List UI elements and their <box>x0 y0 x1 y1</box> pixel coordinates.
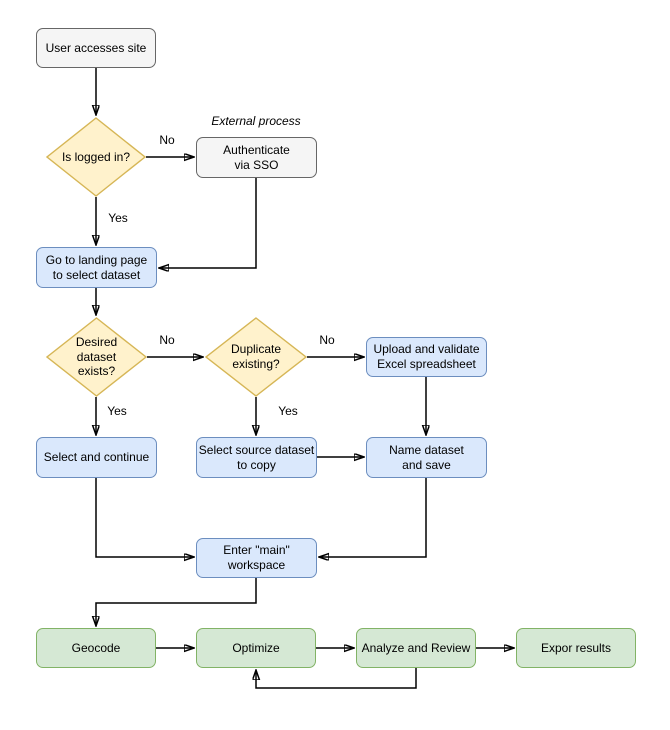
node-geocode: Geocode <box>36 628 156 668</box>
edge-label-logged-in-no: No <box>153 133 181 147</box>
edge-label-desired-yes: Yes <box>102 404 132 418</box>
node-label: Duplicate existing? <box>230 342 282 371</box>
edge-name-to-main <box>320 478 427 557</box>
decision-diamond-shape <box>205 317 307 397</box>
node-is-logged-in: Is logged in? <box>46 117 146 197</box>
edge-analyze-loop-to-optimize <box>256 668 417 689</box>
node-authenticate-via-sso: Authenticate via SSO <box>196 137 317 178</box>
node-label: Geocode <box>71 640 121 655</box>
edge-main-to-geocode <box>96 578 257 626</box>
node-duplicate-existing: Duplicate existing? <box>205 317 307 397</box>
node-user-accesses-site: User accesses site <box>36 28 156 68</box>
node-analyze-and-review: Analyze and Review <box>356 628 476 668</box>
node-label: Optimize <box>232 640 280 655</box>
node-label: Enter "main" workspace <box>223 543 290 572</box>
edge-sso-to-landing <box>160 178 257 268</box>
node-label: Desired dataset exists? <box>75 335 118 379</box>
node-label: Upload and validate Excel spreadsheet <box>373 342 480 371</box>
node-name-dataset-and-save: Name dataset and save <box>366 437 487 478</box>
edge-label-desired-no: No <box>153 333 181 347</box>
edge-select-to-main <box>95 478 194 557</box>
decision-diamond-shape <box>46 317 147 397</box>
node-select-and-continue: Select and continue <box>36 437 157 478</box>
node-label: Analyze and Review <box>361 640 471 655</box>
edge-label-logged-in-yes: Yes <box>103 211 133 225</box>
node-desired-dataset-exists: Desired dataset exists? <box>46 317 147 397</box>
edge-label-duplicate-yes: Yes <box>273 404 303 418</box>
decision-diamond-shape <box>46 117 146 197</box>
node-label: Go to landing page to select dataset <box>45 252 148 282</box>
node-label: Authenticate via SSO <box>223 142 290 172</box>
node-go-to-landing-page: Go to landing page to select dataset <box>36 247 157 288</box>
node-label: Name dataset and save <box>389 442 464 472</box>
node-export-results: Expor results <box>516 628 636 668</box>
node-select-source-dataset: Select source dataset to copy <box>196 437 317 478</box>
node-label: Select and continue <box>43 450 150 465</box>
edge-label-duplicate-no: No <box>313 333 341 347</box>
node-label: User accesses site <box>45 40 147 55</box>
external-process-annotation: External process <box>211 114 301 128</box>
node-label: Select source dataset to copy <box>198 442 315 472</box>
node-optimize: Optimize <box>196 628 316 668</box>
node-upload-and-validate: Upload and validate Excel spreadsheet <box>366 337 487 377</box>
node-enter-main-workspace: Enter "main" workspace <box>196 538 317 578</box>
node-label: Expor results <box>540 640 612 655</box>
node-label: Is logged in? <box>61 149 131 164</box>
